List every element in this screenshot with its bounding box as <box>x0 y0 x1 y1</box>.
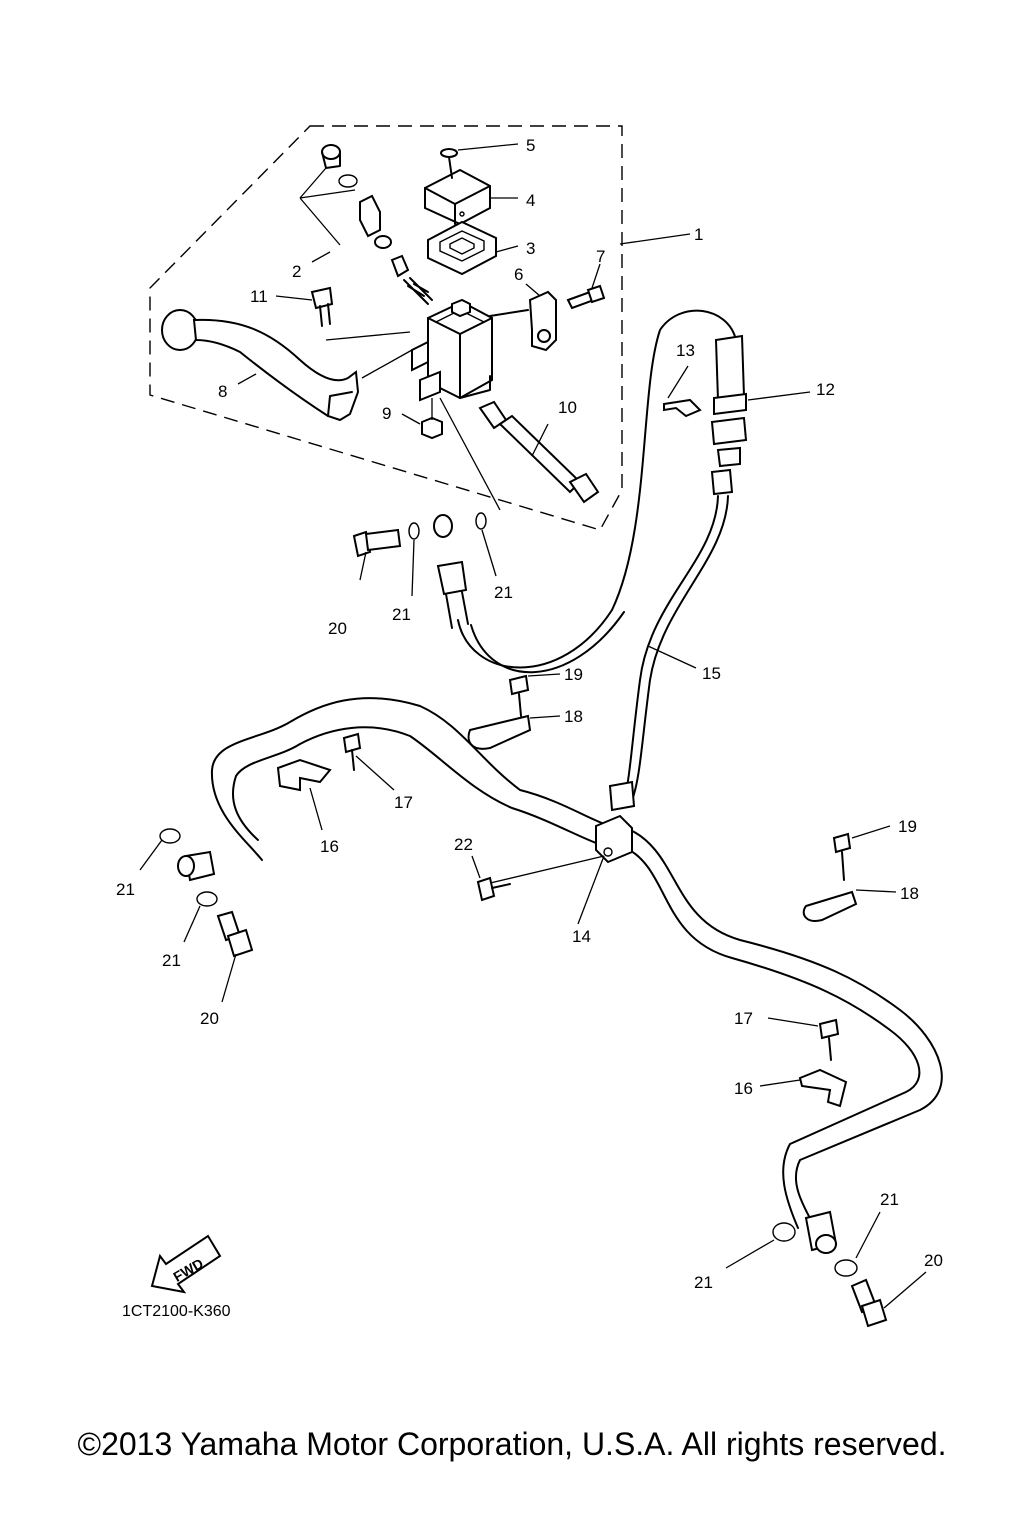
hose-bracket-upper[interactable] <box>467 714 532 750</box>
callout-17a: 17 <box>394 793 413 812</box>
callout-5: 5 <box>526 136 535 155</box>
callout-17b: 17 <box>734 1009 753 1028</box>
main-brake-hose-left[interactable] <box>210 697 611 861</box>
diaphragm[interactable] <box>427 220 497 276</box>
piston-kit[interactable] <box>299 144 433 305</box>
bracket-bolt-right[interactable] <box>832 832 852 881</box>
brake-switch[interactable] <box>478 400 600 504</box>
callout-7: 7 <box>596 247 605 266</box>
washer-right-1[interactable] <box>772 1222 796 1242</box>
pivot-bolt[interactable] <box>310 286 411 341</box>
washer-left-2[interactable] <box>196 891 218 907</box>
callout-10: 10 <box>558 398 577 417</box>
fwd-arrow-icon: FWD <box>150 1234 222 1294</box>
hose-clip-upper[interactable] <box>663 398 702 418</box>
washer-right-2[interactable] <box>834 1259 858 1277</box>
callout-21d: 21 <box>162 951 181 970</box>
callout-leaders <box>139 143 927 1309</box>
cap-screw[interactable] <box>440 148 458 179</box>
callout-9: 9 <box>382 404 391 423</box>
lever-nut[interactable] <box>421 398 443 440</box>
clamp-bolt[interactable] <box>566 284 606 310</box>
callout-21c: 21 <box>116 880 135 899</box>
callout-21e: 21 <box>694 1273 713 1292</box>
callout-18a: 18 <box>564 707 583 726</box>
main-brake-hose-right[interactable] <box>625 827 943 1223</box>
callout-21f: 21 <box>880 1190 899 1209</box>
hose-banjo-top[interactable] <box>433 514 469 629</box>
joint-bolt[interactable] <box>476 876 511 902</box>
callout-6: 6 <box>514 265 523 284</box>
callout-21a: 21 <box>392 605 411 624</box>
hose-fitting-12[interactable] <box>710 334 748 468</box>
upper-brake-hose[interactable] <box>457 309 739 669</box>
handlebar-clamp[interactable] <box>489 290 557 352</box>
hose-banjo-left[interactable] <box>177 850 216 882</box>
union-bolt-left[interactable] <box>216 910 254 958</box>
hose-joint-block[interactable] <box>485 814 633 885</box>
callout-3: 3 <box>526 239 535 258</box>
callout-4: 4 <box>526 191 535 210</box>
clip-bolt-right[interactable] <box>818 1018 840 1061</box>
callout-11: 11 <box>250 287 268 306</box>
callout-19a: 19 <box>564 665 583 684</box>
callout-20c: 20 <box>924 1251 943 1270</box>
hose-banjo-right[interactable] <box>804 1210 838 1254</box>
hose-clip-left[interactable] <box>276 758 332 792</box>
callout-21b: 21 <box>494 583 513 602</box>
washer-top-right[interactable] <box>475 512 487 530</box>
assembly-boundary <box>149 125 623 531</box>
callout-12: 12 <box>816 380 835 399</box>
diagram-reference-code: 1CT2100-K360 <box>122 1303 231 1320</box>
washer-top-left[interactable] <box>408 522 420 540</box>
brake-pipe[interactable] <box>608 468 734 812</box>
callout-14: 14 <box>572 927 591 946</box>
union-bolt-right[interactable] <box>850 1278 888 1328</box>
union-bolt-top[interactable] <box>352 528 402 558</box>
callout-22: 22 <box>454 835 473 854</box>
washer-left-1[interactable] <box>159 828 181 844</box>
callout-13: 13 <box>676 341 695 360</box>
copyright-notice: ©2013 Yamaha Motor Corporation, U.S.A. A… <box>77 1426 947 1462</box>
callout-labels: 1 2 3 4 5 6 7 8 9 10 11 12 13 14 15 16 1… <box>116 136 943 1292</box>
callout-18b: 18 <box>900 884 919 903</box>
callout-2: 2 <box>292 262 301 281</box>
callout-8: 8 <box>218 382 227 401</box>
hose-clip-right[interactable] <box>798 1068 848 1108</box>
bracket-bolt-upper[interactable] <box>508 674 530 717</box>
master-cylinder-body[interactable] <box>411 298 493 402</box>
callout-16a: 16 <box>320 837 339 856</box>
hose-bracket-right[interactable] <box>802 890 858 922</box>
clip-bolt-left[interactable] <box>342 732 362 771</box>
callout-19b: 19 <box>898 817 917 836</box>
callout-20b: 20 <box>200 1009 219 1028</box>
callout-15: 15 <box>702 664 721 683</box>
brake-lever[interactable] <box>161 309 413 422</box>
callout-20a: 20 <box>328 619 347 638</box>
reservoir-cap[interactable] <box>424 168 491 226</box>
callout-1: 1 <box>694 225 703 244</box>
callout-16b: 16 <box>734 1079 753 1098</box>
